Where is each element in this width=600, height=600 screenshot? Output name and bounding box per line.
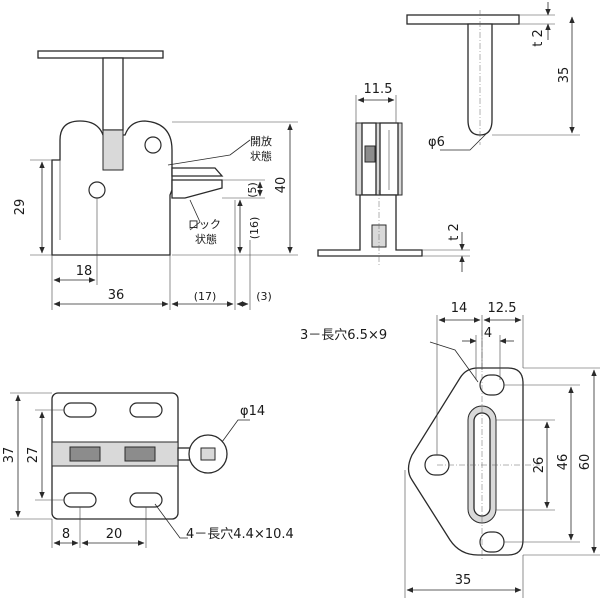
bottom-slot-note: 4－長穴4.4×10.4 (186, 527, 294, 542)
dim-20: 20 (106, 527, 123, 542)
open-state-label-line1: 開放 (250, 134, 272, 148)
latch-body (51, 120, 173, 256)
dim-36: 36 (108, 288, 125, 303)
dim-t2-pin: t 2 (531, 29, 546, 47)
dim-26: 26 (532, 457, 547, 474)
bottom-slot-2 (129, 402, 163, 418)
open-state-label-line2: 状態 (250, 149, 272, 163)
bottom-view: φ14 37 27 8 20 4－長穴4.4×10.4 (2, 392, 294, 548)
handle-bar (37, 50, 164, 59)
bottom-slot-4 (129, 492, 163, 508)
plate-slot-note: 3－長穴6.5×9 (300, 328, 387, 343)
mount-hole (88, 181, 106, 199)
dim-35-pin: 35 (557, 67, 572, 84)
front-view: 開放 状態 ロック 状態 29 40 (5) (16) 18 36 (13, 50, 298, 310)
open-bolt (171, 167, 224, 177)
pin-view: t 2 35 φ6 (406, 2, 580, 151)
dim-17: (17) (194, 290, 217, 303)
dim-16: (16) (248, 217, 261, 240)
dim-46: 46 (556, 454, 571, 471)
pivot-hole (144, 136, 162, 154)
dim-12-5: 12.5 (488, 301, 517, 316)
side-flange (317, 194, 423, 257)
plate-view: 14 12.5 4 3－長穴6.5×9 26 46 60 35 (300, 301, 600, 598)
dim-3: (3) (256, 290, 272, 303)
dim-8: 8 (62, 527, 70, 542)
bottom-slot-3 (63, 492, 97, 508)
handle-socket (102, 129, 124, 171)
dim-phi14: φ14 (240, 404, 265, 419)
dim-4: 4 (484, 326, 492, 341)
dim-27: 27 (26, 447, 41, 464)
dim-t2-side: t 2 (447, 223, 462, 241)
dim-37: 37 (2, 447, 17, 464)
plate-slot-top (479, 374, 505, 396)
dim-18: 18 (76, 264, 93, 279)
bottom-slot-1 (63, 402, 97, 418)
pin-plate (406, 14, 520, 25)
handle-stem (102, 57, 124, 131)
side-view: 11.5 t 2 (317, 82, 470, 272)
dim-29: 29 (13, 199, 28, 216)
dim-40: 40 (274, 177, 289, 194)
lock-state-label-line1: ロック (188, 218, 221, 231)
dim-5: (5) (246, 182, 259, 198)
dim-14: 14 (451, 301, 468, 316)
dim-11-5: 11.5 (364, 82, 393, 97)
dim-60: 60 (578, 454, 593, 471)
dim-35-plate: 35 (455, 573, 472, 588)
plate-slot-bottom (479, 531, 505, 553)
dim-phi6: φ6 (428, 135, 445, 150)
lock-state-label-line2: 状態 (195, 232, 217, 246)
lock-bolt (171, 179, 223, 199)
